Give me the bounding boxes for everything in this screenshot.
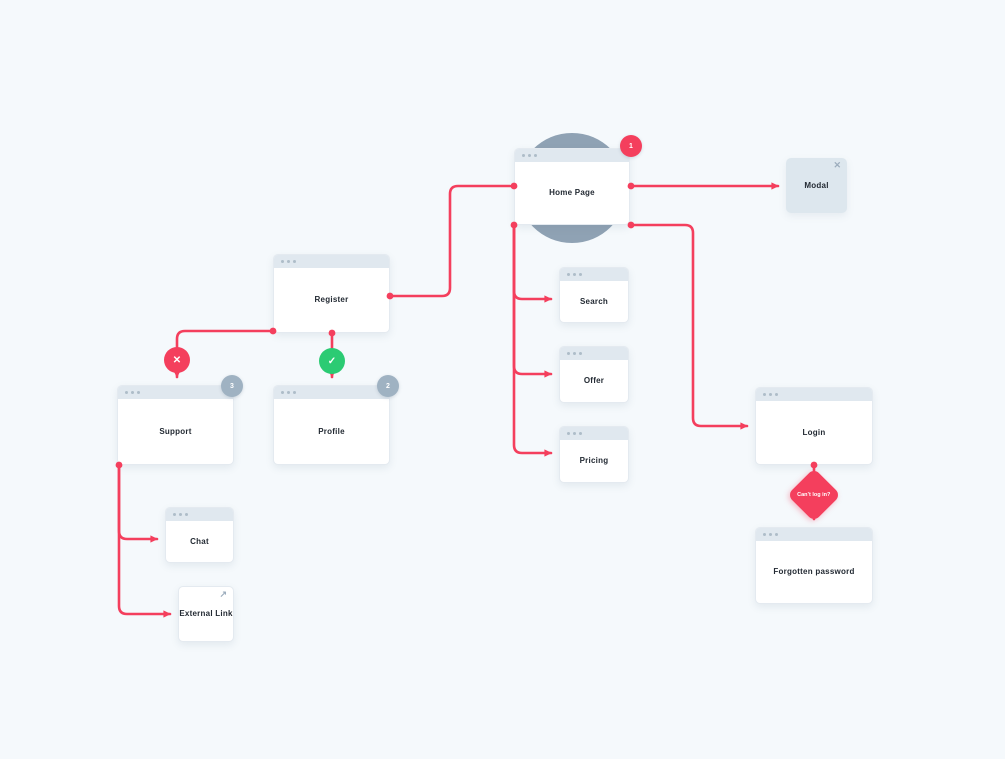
traffic-dot-icon [578,431,582,436]
node-label: Forgotten password [773,567,855,577]
node-label: External Link [179,609,233,619]
traffic-dot-icon [130,390,134,395]
support-badge: 3 [221,375,243,397]
node-home-page[interactable]: Home Page [514,148,630,225]
node-search[interactable]: Search [559,267,629,323]
browser-titlebar [515,149,629,162]
traffic-dot-icon [774,392,778,397]
traffic-dot-icon [125,390,129,395]
traffic-dot-icon [173,512,177,517]
browser-titlebar [560,427,628,440]
fail-x-icon: ✕ [164,347,190,373]
traffic-dot-icon [533,153,537,158]
node-login[interactable]: Login [755,387,873,465]
node-label: Home Page [549,188,595,198]
traffic-dot-icon [768,532,772,537]
node-label: Register [314,295,349,305]
node-label: Login [802,427,826,437]
traffic-dot-icon [572,351,576,356]
traffic-dot-icon [184,512,188,517]
traffic-dot-icon [281,390,285,395]
browser-titlebar [560,268,628,281]
node-modal[interactable]: ✕ Modal [786,158,847,213]
browser-titlebar [756,528,872,541]
edge-home-pricing [512,225,553,457]
browser-titlebar [756,388,872,401]
node-forgotten-password[interactable]: Forgotten password [755,527,873,604]
traffic-dot-icon [567,272,571,277]
node-chat[interactable]: Chat [165,507,234,563]
edge-support-external [117,465,172,618]
node-label: Pricing [579,456,609,466]
traffic-dot-icon [178,512,182,517]
external-link-icon: ↗ [219,589,227,599]
edge-support-chat [117,465,159,543]
profile-badge: 2 [377,375,399,397]
traffic-dot-icon [292,390,296,395]
traffic-dot-icon [763,532,767,537]
node-profile[interactable]: Profile [273,385,390,465]
node-label: Support [159,426,192,436]
node-label: Chat [190,536,209,546]
close-icon[interactable]: ✕ [833,160,841,170]
browser-titlebar [118,386,233,399]
edge-home-search [512,225,553,303]
node-support[interactable]: Support [117,385,234,465]
browser-titlebar [166,508,233,521]
node-external-link[interactable]: ↗ External Link [178,586,234,642]
decision-diamond[interactable]: Can’t log in? [787,468,841,522]
browser-titlebar [274,386,389,399]
edge-home-login [631,223,749,430]
node-pricing[interactable]: Pricing [559,426,629,483]
traffic-dot-icon [578,272,582,277]
browser-titlebar [274,255,389,268]
node-label: Modal [804,180,829,190]
traffic-dot-icon [567,431,571,436]
edge-register-support [173,329,273,379]
traffic-dot-icon [292,259,296,264]
node-label: Profile [318,426,345,436]
traffic-dot-icon [763,392,767,397]
edge-home-offer [512,225,553,378]
node-offer[interactable]: Offer [559,346,629,403]
traffic-dot-icon [527,153,531,158]
traffic-dot-icon [281,259,285,264]
traffic-dot-icon [572,272,576,277]
traffic-dot-icon [286,259,290,264]
traffic-dot-icon [768,392,772,397]
node-label: Search [579,296,609,306]
node-register[interactable]: Register [273,254,390,333]
decision-label: Can’t log in? [797,492,831,498]
edge-register-home [388,184,512,298]
traffic-dot-icon [578,351,582,356]
traffic-dot-icon [286,390,290,395]
traffic-dot-icon [522,153,526,158]
traffic-dot-icon [136,390,140,395]
browser-titlebar [560,347,628,360]
success-check-icon: ✓ [319,348,345,374]
traffic-dot-icon [774,532,778,537]
node-label: Offer [583,376,605,386]
home-page-badge: 1 [620,135,642,157]
traffic-dot-icon [572,431,576,436]
traffic-dot-icon [567,351,571,356]
